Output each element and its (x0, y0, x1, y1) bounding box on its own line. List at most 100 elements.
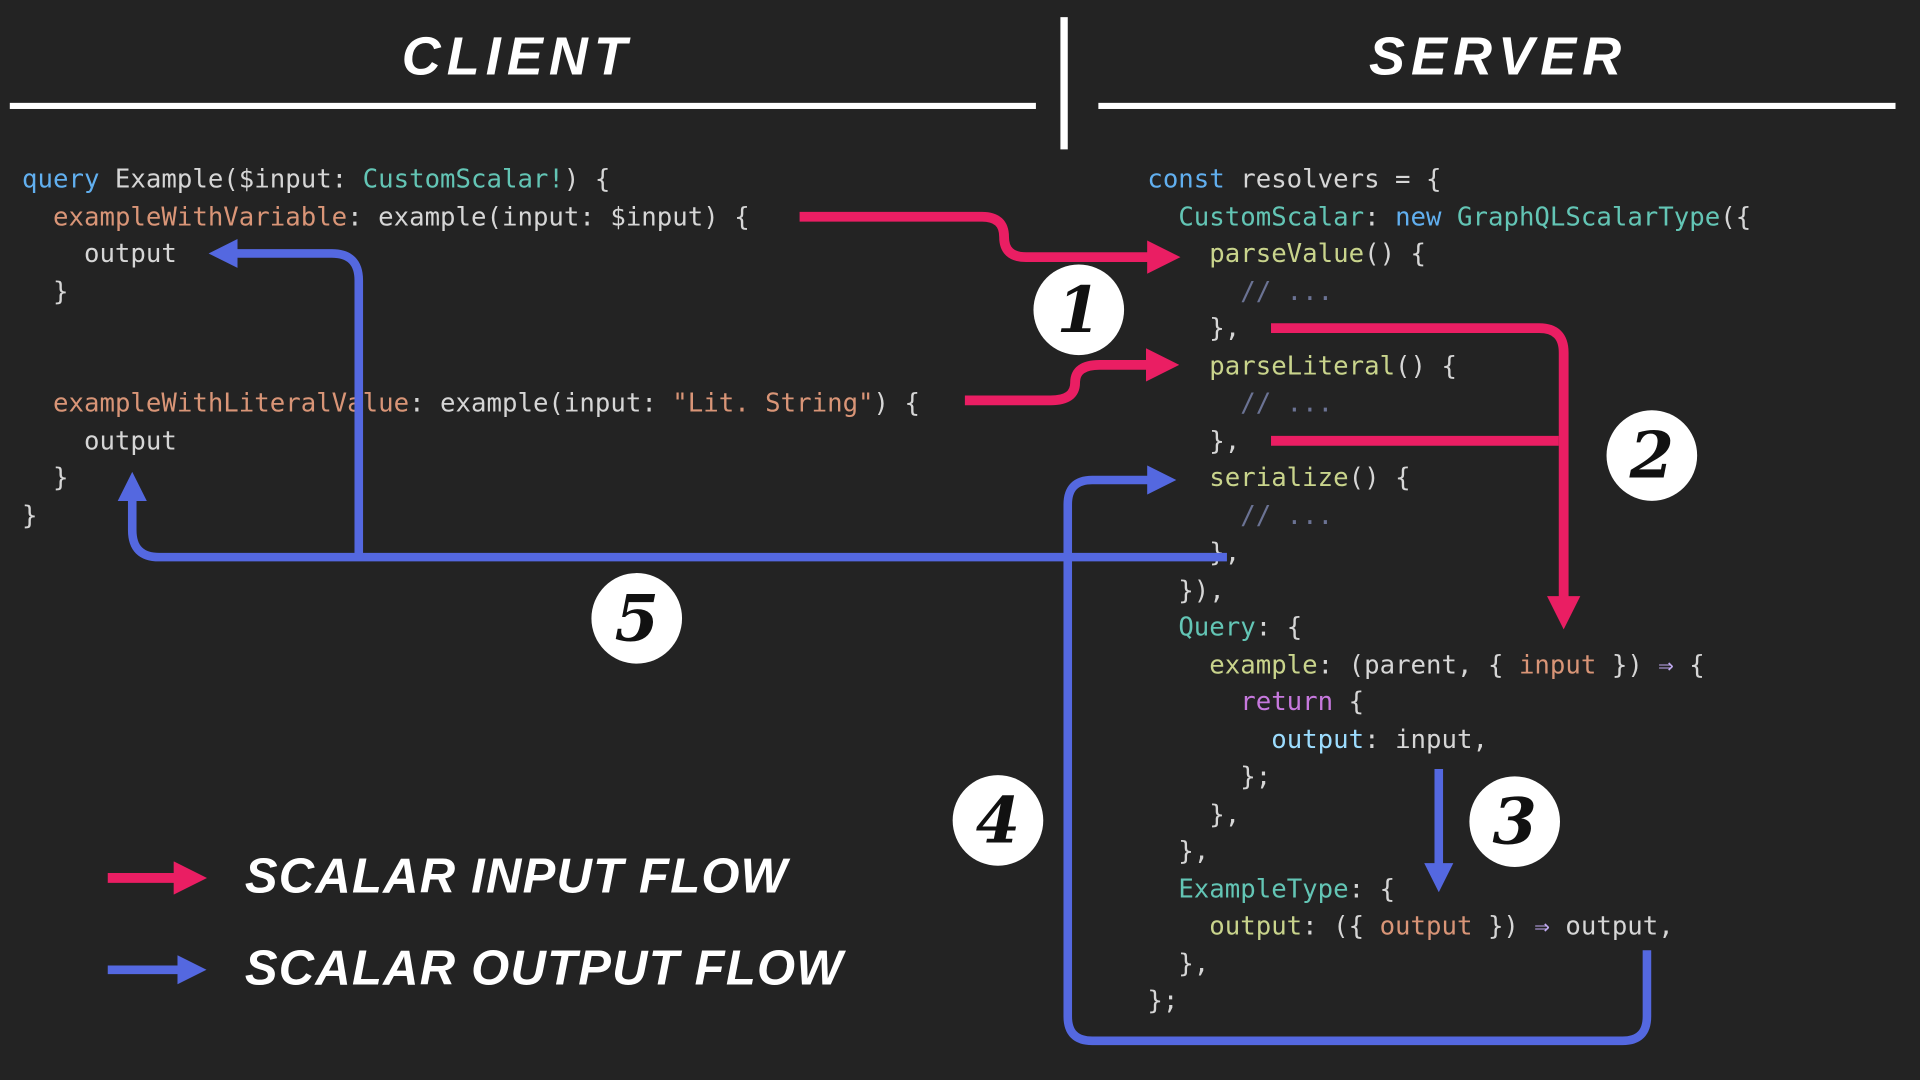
code-line: output (22, 235, 920, 272)
code-token: output (1379, 911, 1473, 941)
code-line: // ... (1147, 497, 1751, 534)
code-token (1147, 612, 1178, 641)
code-line: }; (1147, 758, 1751, 795)
code-token: // ... (1147, 276, 1334, 306)
client-column-header: CLIENT (401, 26, 633, 87)
code-line: }), (1147, 571, 1751, 608)
code-token: }; (1147, 985, 1179, 1016)
server-header-underline (1098, 102, 1896, 109)
client-header-underline (9, 102, 1036, 109)
code-line (22, 310, 920, 347)
code-token: : example(input: (409, 388, 673, 418)
code-token: }, (1147, 798, 1241, 829)
client-query-code-block: query Example($input: CustomScalar!) { e… (22, 160, 920, 533)
code-line: const resolvers = { (1147, 160, 1751, 197)
code-token: return (1240, 686, 1334, 717)
code-token: { (1673, 649, 1705, 679)
step-number: 5 (614, 581, 659, 656)
code-token: : { (1255, 612, 1303, 642)
code-token: }, (1147, 537, 1241, 567)
code-token: example (1209, 649, 1318, 679)
step-number: 4 (975, 783, 1021, 858)
code-token: : (1364, 201, 1396, 231)
code-line: } (22, 497, 920, 534)
code-token (22, 388, 53, 417)
code-token: ⇒ (1658, 649, 1674, 679)
code-token: output (1209, 911, 1303, 941)
code-token: }, (1147, 948, 1210, 978)
code-line: output: input, (1147, 721, 1751, 758)
code-line: parseValue() { (1147, 235, 1751, 272)
code-token: () { (1348, 462, 1411, 493)
step-number: 3 (1492, 784, 1537, 859)
code-token: output (22, 238, 177, 269)
code-token: new (1395, 201, 1442, 231)
column-divider (1060, 17, 1068, 150)
code-line: exampleWithVariable: example(input: $inp… (22, 198, 920, 235)
code-token: serialize (1209, 462, 1349, 493)
code-token: }, (1147, 836, 1210, 866)
code-line (22, 347, 920, 384)
code-token: : (parent, { (1317, 649, 1519, 679)
code-token: } (22, 462, 69, 493)
code-token: }; (1147, 761, 1272, 792)
code-token: CustomScalar! (362, 164, 564, 194)
code-token: }), (1147, 574, 1225, 605)
code-token: CustomScalar (1178, 201, 1365, 231)
code-token (1442, 201, 1457, 230)
code-token: : { (1348, 873, 1396, 904)
code-line: }, (1147, 945, 1751, 982)
code-line: }, (1147, 833, 1751, 870)
code-token: // ... (1147, 388, 1334, 418)
code-token: exampleWithVariable (53, 201, 348, 231)
code-token: ⇒ (1534, 911, 1550, 941)
code-token (1147, 201, 1178, 230)
step-number: 2 (1629, 418, 1674, 493)
code-token (1147, 351, 1209, 380)
code-token: Example($input: (99, 164, 363, 194)
code-token: output (22, 425, 177, 455)
code-token: () { (1364, 238, 1427, 269)
step-number: 1 (1056, 272, 1101, 348)
code-token (1147, 239, 1209, 268)
step-badge-2: 2 (1606, 410, 1698, 501)
arrow-literal-input-to-parseliteral (964, 348, 1180, 406)
code-line: example: (parent, { input }) ⇒ { (1147, 646, 1751, 683)
code-token: } (22, 500, 38, 530)
code-token: // ... (1147, 500, 1334, 530)
code-token: Query (1178, 612, 1256, 642)
step-badge-5: 5 (591, 573, 683, 664)
legend-output-flow-label: SCALAR OUTPUT FLOW (244, 941, 844, 996)
code-token: } (22, 276, 69, 306)
code-token: : example(input: $input) { (347, 201, 750, 231)
code-line: Query: { (1147, 609, 1751, 646)
code-token: () { (1395, 350, 1457, 381)
code-token: }, (1147, 425, 1241, 455)
code-line: }, (1147, 310, 1751, 347)
code-line: }, (1147, 534, 1751, 571)
code-line: }; (1147, 982, 1751, 1019)
code-line: } (22, 272, 920, 309)
step-badge-3: 3 (1469, 776, 1560, 867)
code-token: output (1271, 724, 1365, 754)
code-line: CustomScalar: new GraphQLScalarType({ (1147, 198, 1751, 235)
code-token (1147, 687, 1240, 716)
step-badge-4: 4 (952, 775, 1044, 866)
server-column-header: SERVER (1368, 26, 1628, 87)
code-token (1147, 874, 1178, 903)
code-line: parseLiteral() { (1147, 347, 1751, 384)
code-line: query Example($input: CustomScalar!) { (22, 160, 920, 197)
code-token: const (1147, 164, 1225, 194)
code-token: }) (1596, 649, 1659, 679)
legend-input-flow-label: SCALAR INPUT FLOW (244, 849, 789, 904)
code-token: }, (1147, 313, 1241, 343)
code-line: output: ({ output }) ⇒ output, (1147, 907, 1751, 944)
code-token: parseLiteral (1209, 350, 1396, 381)
code-token: exampleWithLiteralValue (53, 388, 410, 418)
code-token: ({ (1720, 201, 1752, 231)
code-line: output (22, 422, 920, 459)
code-token: : input, (1364, 724, 1488, 754)
code-token: output, (1549, 911, 1674, 941)
